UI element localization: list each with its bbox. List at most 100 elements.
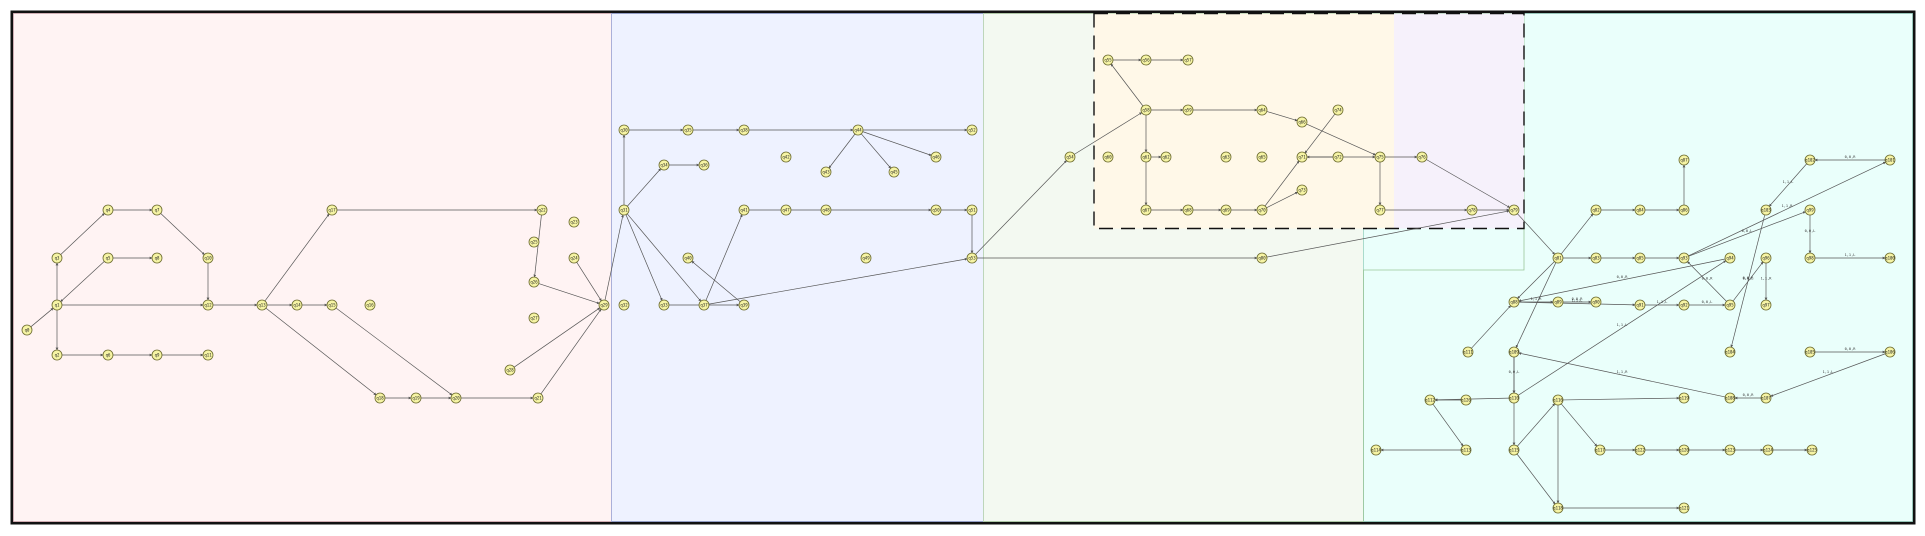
state-node: q64 <box>1256 104 1268 116</box>
state-circle <box>1256 104 1268 116</box>
state-label: q10 <box>204 256 212 261</box>
state-node: q17 <box>326 204 338 216</box>
state-node: q3 <box>51 252 63 264</box>
state-label: q61 <box>1142 155 1150 160</box>
state-node: q118 <box>1552 502 1563 514</box>
dashed-group-box <box>1093 12 1525 230</box>
state-circle <box>1678 392 1690 404</box>
state-circle <box>1724 252 1736 264</box>
state-label: q14 <box>293 303 301 308</box>
state-circle <box>1762 444 1774 456</box>
state-circle <box>1374 204 1386 216</box>
state-label: q62 <box>1162 155 1170 160</box>
state-label: q34 <box>660 163 668 168</box>
state-node: q121 <box>1678 502 1689 514</box>
state-node: q12 <box>202 299 214 311</box>
state-circle <box>1416 151 1428 163</box>
connector-46 <box>862 131 932 156</box>
state-label: q58 <box>1142 108 1150 113</box>
state-node: q117 <box>1594 444 1606 456</box>
state-circle <box>1760 299 1772 311</box>
state-circle <box>1332 151 1344 163</box>
state-node: q79 <box>1508 204 1520 216</box>
state-circle <box>1140 204 1152 216</box>
state-circle <box>202 349 214 361</box>
state-label: q44 <box>854 128 862 133</box>
state-circle <box>738 204 750 216</box>
state-node: q23 <box>568 216 580 228</box>
state-label: q36 <box>700 163 708 168</box>
transition-q88-q91 <box>1518 301 1636 307</box>
state-label: q107 <box>1761 396 1771 401</box>
state-node: q39 <box>738 299 750 311</box>
state-label: q46 <box>932 155 940 160</box>
state-circle <box>698 299 710 311</box>
state-node: q126 <box>1460 394 1471 406</box>
state-node: q97 <box>1760 299 1772 311</box>
state-node: q44 <box>852 124 864 136</box>
state-circle <box>966 124 978 136</box>
state-label: q123 <box>1725 448 1735 453</box>
connector-86 <box>1434 397 1510 402</box>
state-circle <box>1760 392 1772 404</box>
state-label: q102 <box>1805 158 1815 163</box>
state-label: q99 <box>1806 208 1814 213</box>
state-node: q4 <box>102 204 114 216</box>
state-label: q9 <box>155 353 160 358</box>
state-label: q7 <box>155 208 160 213</box>
state-circle <box>151 349 163 361</box>
state-node: q114 <box>1370 444 1381 456</box>
state-circle <box>410 392 422 404</box>
state-node: q26 <box>528 276 540 288</box>
state-label: q47 <box>782 208 790 213</box>
region-2 <box>611 13 984 522</box>
state-node: q46 <box>930 151 942 163</box>
state-circle <box>1724 346 1736 358</box>
state-circle <box>102 204 114 216</box>
connector-74 <box>1266 209 1510 258</box>
transition-label: 1,1,L <box>1617 323 1628 327</box>
state-label: q119 <box>1679 396 1689 401</box>
state-node: q41 <box>738 204 750 216</box>
state-circle <box>1462 346 1474 358</box>
state-circle <box>1678 444 1690 456</box>
state-node: q54 <box>1064 151 1076 163</box>
state-circle <box>102 349 114 361</box>
state-node: q73 <box>1296 184 1308 196</box>
state-node: q83 <box>1590 252 1602 264</box>
state-node: q94 <box>1724 252 1736 264</box>
state-circle <box>1594 444 1606 456</box>
connector-63 <box>1264 160 1300 207</box>
state-node: q2 <box>51 349 63 361</box>
state-node: q106 <box>1884 346 1895 358</box>
state-label: q28 <box>506 368 514 373</box>
state-label: q66 <box>1298 120 1306 125</box>
state-label: q68 <box>1184 208 1192 213</box>
state-node: q20 <box>450 392 462 404</box>
state-node: q105 <box>1804 346 1815 358</box>
transition-label: 1,1,R <box>1531 297 1543 301</box>
state-circle <box>738 124 750 136</box>
state-circle <box>682 252 694 264</box>
state-label: q109 <box>1509 350 1519 355</box>
state-circle <box>1160 151 1172 163</box>
state-node: q82 <box>1590 204 1602 216</box>
state-node: q7 <box>151 204 163 216</box>
state-node: q70 <box>1256 204 1268 216</box>
state-label: q56 <box>1142 58 1150 63</box>
state-label: q126 <box>1461 398 1471 403</box>
connector-49 <box>1074 112 1143 155</box>
connector-16 <box>264 213 330 302</box>
state-node: q31 <box>618 204 630 216</box>
transition-q102-q103 <box>1768 163 1807 207</box>
state-node: q27 <box>528 312 540 324</box>
state-label: q73 <box>1298 188 1306 193</box>
state-label: q45 <box>890 170 898 175</box>
transition-label: 1,1,L <box>1823 370 1834 374</box>
state-circle <box>1884 154 1896 166</box>
state-node: q60 <box>1102 151 1114 163</box>
state-circle <box>1552 252 1564 264</box>
state-label: q4 <box>106 208 111 213</box>
